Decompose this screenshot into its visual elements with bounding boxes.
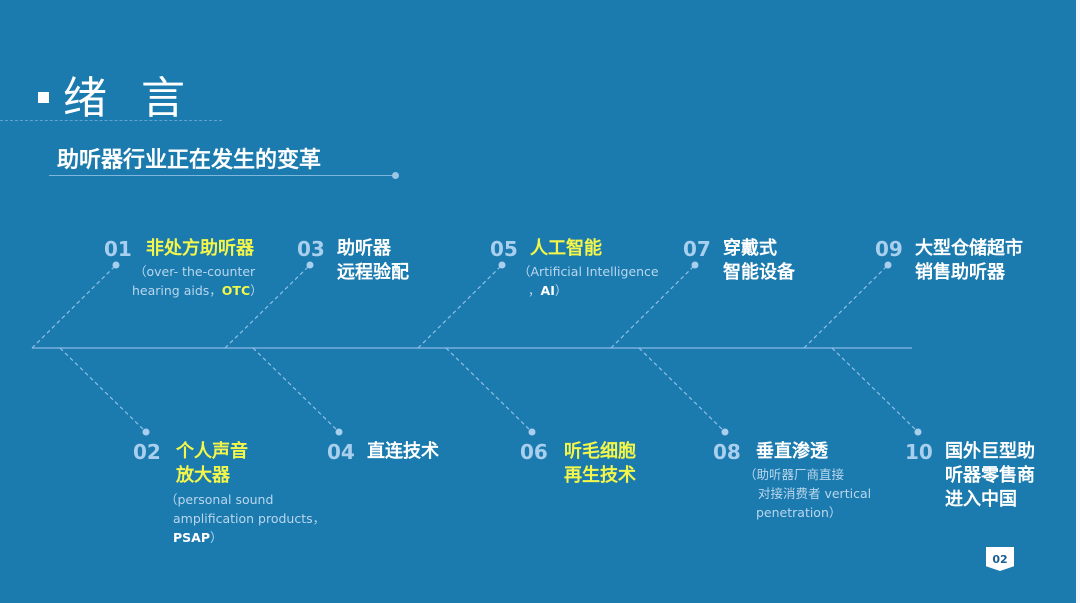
underline-dot-icon — [392, 172, 399, 179]
item-number: 06 — [520, 440, 548, 464]
item-note: （over- the-counter — [134, 264, 256, 279]
item-heading: 听毛细胞 — [564, 441, 636, 462]
item-heading: 垂直渗透 — [756, 441, 828, 462]
item-02: 02 个人声音 放大器 （personal sound amplificatio… — [133, 440, 325, 547]
item-note: （Artificial Intelligence — [518, 264, 659, 279]
title-block: 绪 言 — [38, 62, 195, 126]
item-08: 08 垂直渗透 （助听器厂商直接 对接消费者 vertical penetrat… — [713, 440, 871, 522]
item-01: 01 非处方助听器 （over- the-counter hearing aid… — [104, 237, 263, 300]
item-note: PSAP） — [173, 530, 223, 545]
item-heading: 助听器 — [337, 238, 391, 259]
item-heading: 远程验配 — [337, 262, 409, 283]
item-number: 10 — [905, 440, 933, 464]
item-number: 09 — [875, 237, 903, 261]
item-heading: 穿戴式 — [723, 238, 777, 259]
item-note: 对接消费者 vertical — [758, 486, 872, 501]
item-number: 02 — [133, 440, 161, 464]
item-number: 08 — [713, 440, 741, 464]
item-07: 07 穿戴式 智能设备 — [683, 237, 795, 285]
item-number: 07 — [683, 237, 711, 261]
item-heading: 智能设备 — [723, 262, 795, 283]
item-number: 01 — [104, 237, 132, 261]
item-note: amplification products， — [173, 511, 326, 526]
item-heading: 再生技术 — [564, 465, 636, 486]
item-heading: 进入中国 — [945, 489, 1017, 510]
item-note: hearing aids，OTC） — [132, 283, 263, 298]
item-09: 09 大型仓储超市 销售助听器 — [875, 237, 1023, 285]
item-number: 03 — [297, 237, 325, 261]
item-06: 06 听毛细胞 再生技术 — [520, 440, 636, 488]
item-heading: 听器零售商 — [945, 465, 1035, 486]
slide-title: 绪 言 — [63, 73, 195, 124]
square-bullet-icon — [38, 91, 49, 103]
title-divider — [0, 120, 222, 121]
item-heading: 销售助听器 — [915, 262, 1005, 283]
subtitle-underline — [49, 175, 396, 176]
item-note: （助听器厂商直接 — [744, 467, 845, 482]
item-04: 04 直连技术 — [327, 440, 439, 464]
item-note: penetration） — [756, 505, 842, 520]
item-05: 05 人工智能 （Artificial Intelligence ，AI） — [490, 237, 659, 300]
item-number: 04 — [327, 440, 355, 464]
item-heading: 非处方助听器 — [146, 238, 254, 259]
item-heading: 个人声音 — [176, 441, 248, 462]
item-heading: 直连技术 — [367, 441, 439, 462]
item-03: 03 助听器 远程验配 — [297, 237, 409, 285]
item-number: 05 — [490, 237, 518, 261]
item-10: 10 国外巨型助 听器零售商 进入中国 — [905, 440, 1035, 512]
slide-subtitle: 助听器行业正在发生的变革 — [57, 148, 322, 173]
item-heading: 人工智能 — [530, 238, 602, 259]
item-note: ，AI） — [528, 283, 568, 298]
item-note: （personal sound — [165, 492, 274, 507]
page-number-badge: 02 — [986, 547, 1014, 571]
item-heading: 大型仓储超市 — [915, 238, 1023, 259]
item-heading: 国外巨型助 — [945, 441, 1035, 462]
item-heading: 放大器 — [176, 465, 230, 486]
